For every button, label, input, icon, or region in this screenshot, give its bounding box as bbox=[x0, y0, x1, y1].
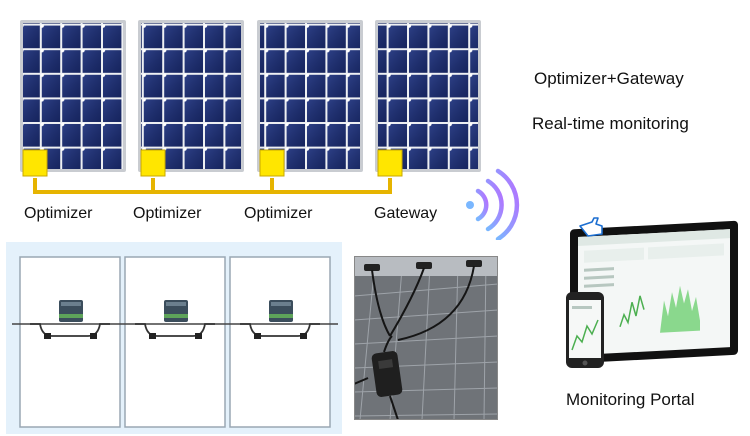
optimizer-unit-3 bbox=[240, 300, 320, 339]
optimizer-label-3: Optimizer bbox=[244, 205, 313, 222]
subheadline: Real-time monitoring bbox=[532, 114, 689, 133]
monitoring-portal-devices bbox=[566, 217, 738, 368]
solar-panel-2 bbox=[138, 20, 244, 172]
optimizer-box-2 bbox=[140, 149, 166, 177]
headline: Optimizer+Gateway bbox=[534, 69, 684, 88]
optimizer-box-3 bbox=[259, 149, 285, 177]
solar-panel-3 bbox=[257, 20, 363, 172]
monitor bbox=[570, 220, 738, 364]
gateway-box bbox=[377, 149, 403, 177]
gateway-label: Gateway bbox=[374, 205, 438, 222]
solar-panel-1 bbox=[20, 20, 126, 172]
wifi-signal-icon bbox=[466, 168, 520, 240]
portal-label: Monitoring Portal bbox=[566, 390, 695, 409]
optimizer-label-1: Optimizer bbox=[24, 205, 93, 222]
connection-wire bbox=[33, 178, 392, 194]
optimizer-wiring-diagram bbox=[6, 242, 342, 434]
optimizer-label-2: Optimizer bbox=[133, 205, 202, 222]
pointing-hand-icon bbox=[579, 217, 603, 237]
optimizer-unit-2 bbox=[135, 300, 215, 339]
panel-back-photo bbox=[354, 256, 498, 420]
solar-array-diagram bbox=[20, 20, 520, 240]
smartphone bbox=[566, 292, 604, 368]
optimizer-box-1 bbox=[22, 149, 48, 177]
optimizer-unit-1 bbox=[30, 300, 110, 339]
solar-panel-4 bbox=[375, 20, 481, 172]
